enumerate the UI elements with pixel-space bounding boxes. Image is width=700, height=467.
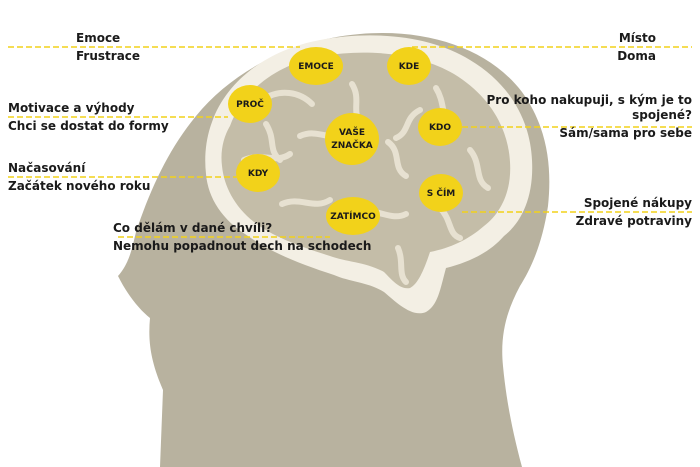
label-co-delam-detail: Nemohu popadnout dech na schodech [113,239,372,253]
node-s-cim: S ČÍM [419,174,463,212]
label-misto-detail: Doma [617,49,656,63]
node-kdy-label: KDY [248,169,269,179]
label-motivace: Motivace a výhody Chci se dostat do form… [8,101,169,134]
label-pro-koho-title-line-1: Pro koho nakupuji, s kým je to [486,93,692,107]
node-kdy: KDY [236,154,280,192]
node-emoce-label: EMOCE [298,62,334,72]
label-nacasovani-title: Načasování [8,161,86,175]
node-kdo: KDO [418,108,462,146]
node-zatimco: ZATÍMCO [326,197,380,235]
node-s-cim-label: S ČÍM [427,187,456,199]
label-nacasovani-detail: Začátek nového roku [8,179,151,193]
label-spojene-nakupy: Spojené nákupy Zdravé potraviny [576,196,692,229]
label-motivace-title: Motivace a výhody [8,101,135,115]
label-pro-koho: Pro koho nakupuji, s kým je to spojené? … [487,93,692,141]
brain-nodes: EMOCE KDE PROČ KDO VAŠE ZNAČKA KDY [228,47,463,235]
node-emoce: EMOCE [289,47,343,85]
label-emoce: Emoce Frustrace [76,31,140,64]
label-emoce-title: Emoce [76,31,121,45]
label-co-delam-title: Co dělám v dané chvíli? [113,221,273,235]
label-emoce-detail: Frustrace [76,49,141,63]
node-vase-znacka: VAŠE ZNAČKA [325,113,379,165]
label-misto-title: Místo [618,31,656,45]
node-zatimco-label: ZATÍMCO [330,210,376,222]
label-motivace-detail: Chci se dostat do formy [8,119,169,133]
node-kdo-label: KDO [429,123,451,133]
node-proc: PROČ [228,85,272,123]
label-co-delam: Co dělám v dané chvíli? Nemohu popadnout… [113,221,371,254]
node-center-line-1: VAŠE [339,126,365,138]
node-center-line-2: ZNAČKA [331,139,373,151]
label-pro-koho-detail: Sám/sama pro sebe [559,126,692,140]
node-proc-label: PROČ [236,98,264,110]
label-pro-koho-title-line-2: spojené? [632,108,692,122]
label-misto: Místo Doma [617,31,656,64]
connector-lines [8,46,692,238]
node-kde-label: KDE [399,62,420,72]
label-spojene-nakupy-title: Spojené nákupy [583,196,692,210]
node-kde: KDE [387,47,431,85]
label-spojene-nakupy-detail: Zdravé potraviny [575,214,692,228]
label-nacasovani: Načasování Začátek nového roku [8,161,150,194]
